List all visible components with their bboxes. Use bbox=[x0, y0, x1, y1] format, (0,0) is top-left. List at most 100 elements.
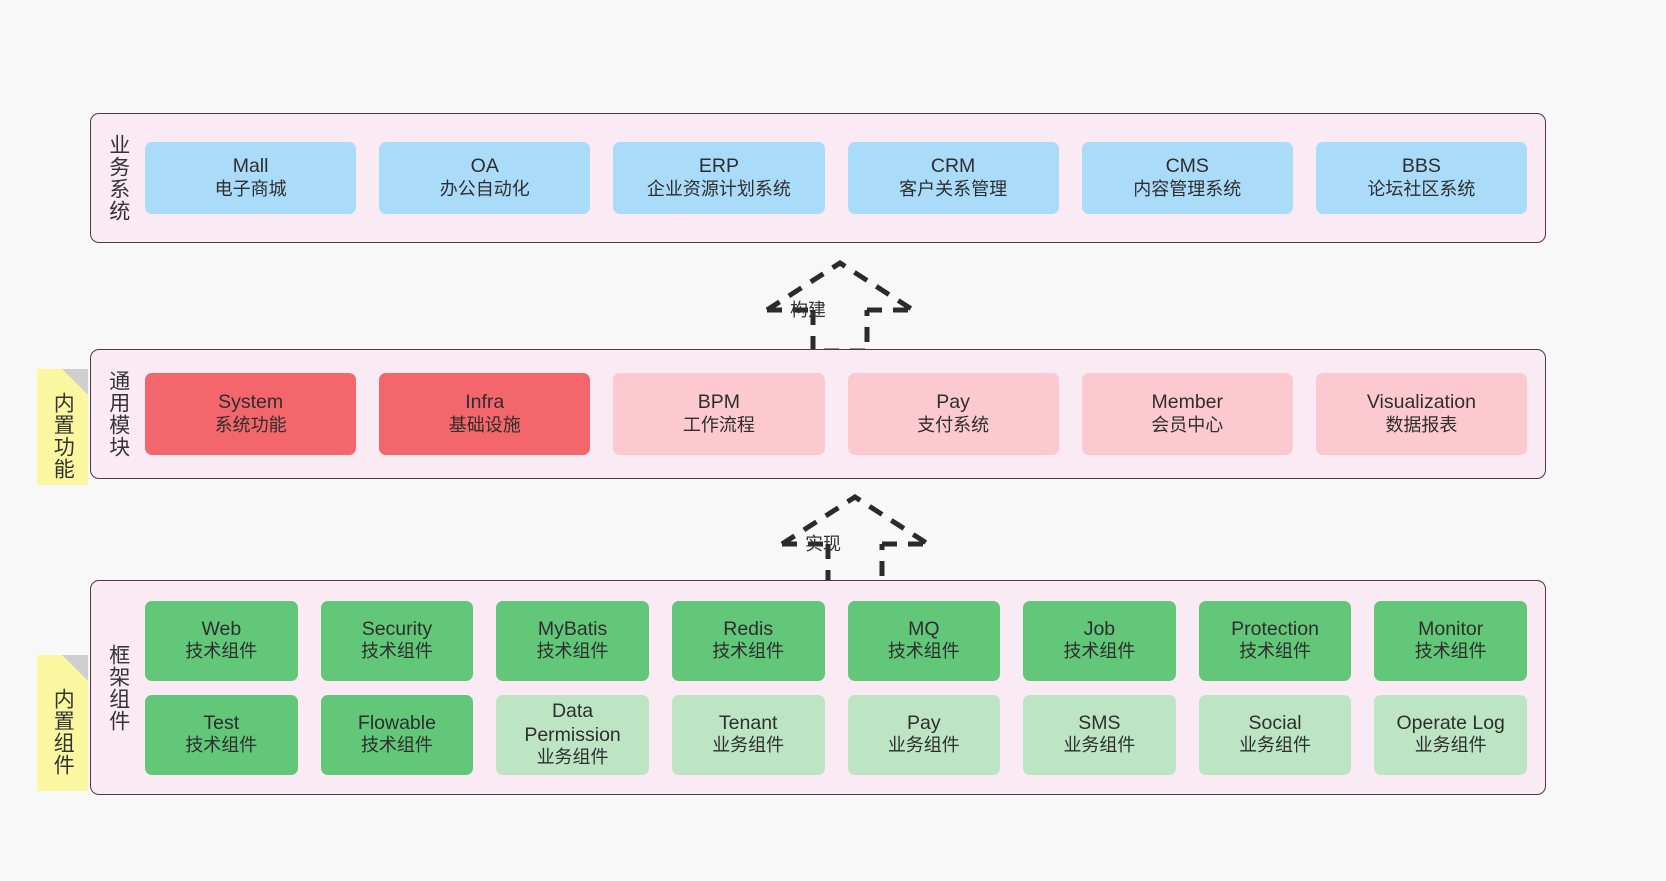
module-name: CRM bbox=[930, 155, 976, 178]
framework-tech-row: Web 技术组件 Security 技术组件 MyBatis 技术组件 Redi… bbox=[145, 600, 1527, 681]
module-subtitle: 工作流程 bbox=[682, 414, 755, 435]
component-name: SMS bbox=[1078, 711, 1121, 734]
module-card-erp[interactable]: ERP 企业资源计划系统 bbox=[613, 142, 825, 214]
component-card-security[interactable]: Security 技术组件 bbox=[320, 600, 474, 681]
component-subtitle: 技术组件 bbox=[1414, 641, 1487, 662]
module-subtitle: 系统功能 bbox=[214, 414, 287, 435]
module-name: System bbox=[218, 391, 284, 414]
component-card-test[interactable]: Test 技术组件 bbox=[145, 694, 298, 775]
module-card-visualization[interactable]: Visualization 数据报表 bbox=[1315, 373, 1528, 455]
module-card-pay[interactable]: Pay 支付系统 bbox=[847, 373, 1059, 455]
module-subtitle: 电子商城 bbox=[214, 178, 287, 199]
component-name: Pay bbox=[907, 711, 941, 734]
component-name: Test bbox=[203, 711, 240, 734]
note-builtin-component-label: 内置组件 bbox=[51, 688, 75, 776]
layer-common-module: 通用模块 System 系统功能 Infra 基础设施 BPM 工作流程 Pay… bbox=[90, 349, 1546, 479]
component-name: Web bbox=[201, 617, 242, 640]
component-name: Operate Log bbox=[1396, 711, 1505, 734]
component-subtitle: 技术组件 bbox=[360, 735, 433, 756]
module-card-crm[interactable]: CRM 客户关系管理 bbox=[847, 142, 1059, 214]
component-subtitle: 技术组件 bbox=[185, 641, 258, 662]
component-card-data-permission[interactable]: Data Permission 业务组件 bbox=[496, 694, 649, 775]
connector-realize-label: 实现 bbox=[805, 534, 841, 554]
framework-business-row: Test 技术组件 Flowable 技术组件 Data Permission … bbox=[145, 694, 1527, 775]
module-name: Mall bbox=[232, 155, 269, 178]
component-card-mq[interactable]: MQ 技术组件 bbox=[847, 600, 1001, 681]
component-card-job[interactable]: Job 技术组件 bbox=[1023, 600, 1176, 681]
common-module-row: System 系统功能 Infra 基础设施 BPM 工作流程 Pay 支付系统… bbox=[145, 373, 1528, 455]
module-subtitle: 论坛社区系统 bbox=[1367, 178, 1476, 199]
module-name: OA bbox=[470, 155, 499, 178]
module-name: CMS bbox=[1165, 155, 1209, 178]
component-card-sms[interactable]: SMS 业务组件 bbox=[1023, 694, 1176, 775]
module-card-member[interactable]: Member 会员中心 bbox=[1081, 373, 1293, 455]
component-name: Protection bbox=[1231, 617, 1319, 640]
component-name: Monitor bbox=[1418, 617, 1484, 640]
component-subtitle: 技术组件 bbox=[887, 641, 960, 662]
component-name: Security bbox=[361, 617, 433, 640]
component-card-mybatis[interactable]: MyBatis 技术组件 bbox=[496, 600, 649, 681]
module-card-cms[interactable]: CMS 内容管理系统 bbox=[1081, 142, 1293, 214]
component-name: Redis bbox=[723, 617, 774, 640]
component-card-web[interactable]: Web 技术组件 bbox=[145, 600, 298, 681]
component-subtitle: 业务组件 bbox=[536, 747, 609, 768]
component-card-pay[interactable]: Pay 业务组件 bbox=[847, 694, 1001, 775]
module-subtitle: 办公自动化 bbox=[439, 178, 530, 199]
component-card-protection[interactable]: Protection 技术组件 bbox=[1198, 600, 1352, 681]
module-name: Member bbox=[1151, 391, 1224, 414]
component-name: Social bbox=[1248, 711, 1302, 734]
module-card-oa[interactable]: OA 办公自动化 bbox=[379, 142, 591, 214]
connector-build: 构建 bbox=[757, 258, 927, 354]
module-subtitle: 基础设施 bbox=[448, 414, 521, 435]
component-card-operate-log[interactable]: Operate Log 业务组件 bbox=[1374, 694, 1527, 775]
module-name: Infra bbox=[465, 391, 505, 414]
layer-framework-component: 框架组件 Web 技术组件 Security 技术组件 MyBatis 技术组件… bbox=[90, 580, 1546, 795]
connector-realize-shape bbox=[780, 494, 930, 588]
component-name: Job bbox=[1083, 617, 1116, 640]
component-name: MyBatis bbox=[537, 617, 608, 640]
module-card-mall[interactable]: Mall 电子商城 bbox=[145, 142, 357, 214]
component-name: MQ bbox=[908, 617, 940, 640]
module-card-bbs[interactable]: BBS 论坛社区系统 bbox=[1315, 142, 1528, 214]
component-card-social[interactable]: Social 业务组件 bbox=[1198, 694, 1352, 775]
component-name: Flowable bbox=[357, 711, 436, 734]
connector-build-shape bbox=[765, 260, 915, 354]
component-subtitle: 业务组件 bbox=[1414, 735, 1487, 756]
note-builtin-component: 内置组件 bbox=[37, 655, 88, 791]
layer-body-business-system: Mall 电子商城 OA 办公自动化 ERP 企业资源计划系统 CRM 客户关系… bbox=[145, 114, 1545, 242]
note-builtin-function: 内置功能 bbox=[37, 369, 88, 485]
module-subtitle: 会员中心 bbox=[1151, 414, 1224, 435]
layer-title-common-module: 通用模块 bbox=[106, 370, 130, 458]
component-subtitle: 技术组件 bbox=[1239, 641, 1312, 662]
module-name: Pay bbox=[936, 391, 970, 414]
component-subtitle: 技术组件 bbox=[360, 641, 433, 662]
component-card-tenant[interactable]: Tenant 业务组件 bbox=[671, 694, 825, 775]
module-subtitle: 数据报表 bbox=[1385, 414, 1458, 435]
component-card-monitor[interactable]: Monitor 技术组件 bbox=[1374, 600, 1527, 681]
component-subtitle: 技术组件 bbox=[1063, 641, 1136, 662]
module-name: BPM bbox=[697, 391, 741, 414]
module-subtitle: 内容管理系统 bbox=[1133, 178, 1242, 199]
business-system-row: Mall 电子商城 OA 办公自动化 ERP 企业资源计划系统 CRM 客户关系… bbox=[145, 142, 1528, 214]
module-card-bpm[interactable]: BPM 工作流程 bbox=[613, 373, 825, 455]
component-subtitle: 技术组件 bbox=[712, 641, 785, 662]
component-card-flowable[interactable]: Flowable 技术组件 bbox=[320, 694, 474, 775]
module-subtitle: 支付系统 bbox=[917, 414, 990, 435]
module-subtitle: 客户关系管理 bbox=[899, 178, 1008, 199]
module-name: Visualization bbox=[1366, 391, 1477, 414]
component-card-redis[interactable]: Redis 技术组件 bbox=[671, 600, 825, 681]
component-subtitle: 技术组件 bbox=[536, 641, 609, 662]
component-name: Tenant bbox=[718, 711, 778, 734]
component-name: Data Permission bbox=[524, 699, 621, 746]
module-card-infra[interactable]: Infra 基础设施 bbox=[379, 373, 591, 455]
module-name: BBS bbox=[1401, 155, 1441, 178]
connector-realize: 实现 bbox=[772, 492, 942, 588]
layer-body-common-module: System 系统功能 Infra 基础设施 BPM 工作流程 Pay 支付系统… bbox=[145, 350, 1545, 478]
module-card-system[interactable]: System 系统功能 bbox=[145, 373, 357, 455]
component-subtitle: 技术组件 bbox=[185, 735, 258, 756]
layer-title-framework-component: 框架组件 bbox=[106, 643, 130, 732]
layer-business-system: 业务系统 Mall 电子商城 OA 办公自动化 ERP 企业资源计划系统 CRM… bbox=[90, 113, 1546, 243]
module-name: ERP bbox=[698, 155, 739, 178]
component-subtitle: 业务组件 bbox=[1063, 735, 1136, 756]
